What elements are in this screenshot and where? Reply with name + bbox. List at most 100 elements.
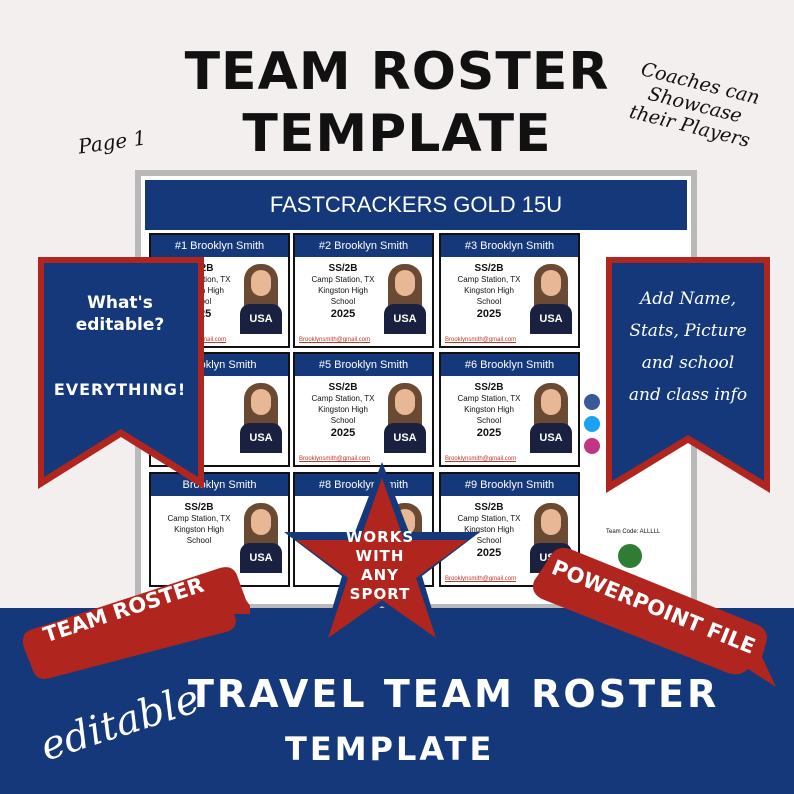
player-name: #5 Brooklyn Smith [295, 354, 432, 376]
facebook-icon [584, 394, 600, 410]
player-city: Camp Station, TX [457, 394, 521, 403]
player-school: Kingston High [464, 286, 514, 295]
star-badge [284, 462, 480, 650]
player-school: School [476, 297, 502, 306]
team-roster-pill [22, 567, 250, 679]
player-photo: USA [382, 381, 428, 453]
powerpoint-pill [533, 548, 776, 687]
player-photo: USA [238, 262, 284, 334]
player-school: Kingston High [318, 286, 368, 295]
player-school: School [476, 416, 502, 425]
player-name: #2 Brooklyn Smith [295, 235, 432, 257]
left-banner-line: editable? [75, 315, 165, 335]
player-class-year: 2025 [476, 427, 502, 439]
player-email: Brooklynsmith@gmail.com [299, 456, 371, 462]
photo-jersey: USA [530, 304, 572, 334]
photo-jersey: USA [384, 304, 426, 334]
player-class-year: 2025 [330, 427, 356, 439]
player-city: Camp Station, TX [311, 394, 375, 403]
star-line: SPORT [349, 585, 411, 603]
main-title-line1: TEAM ROSTER [184, 42, 610, 102]
player-school: School [186, 536, 212, 545]
right-banner-line: Add Name, [639, 289, 737, 309]
left-banner [38, 257, 204, 489]
player-position: SS/2B [184, 502, 214, 513]
bottom-title-line1: TRAVEL TEAM ROSTER [188, 672, 720, 716]
player-school: School [330, 416, 356, 425]
sheet-sidebar: Team Code: ALLLLL [582, 230, 682, 600]
left-banner-question: What's editable? [55, 292, 185, 336]
player-school: Kingston High [318, 405, 368, 414]
player-email: Brooklynsmith@gmail.com [445, 337, 517, 343]
player-position: SS/2B [474, 382, 504, 393]
player-position: SS/2B [328, 263, 358, 274]
player-city: Camp Station, TX [167, 514, 231, 523]
twitter-icon [584, 416, 600, 432]
photo-face [251, 509, 271, 535]
player-photo: USA [382, 262, 428, 334]
left-banner-line: What's [87, 293, 153, 313]
star-line: ANY [360, 566, 400, 584]
star-badge-text: WORKS WITH ANY SPORT [320, 528, 440, 604]
player-email: Brooklynsmith@gmail.com [299, 337, 371, 343]
right-banner-line: Stats, Picture [629, 321, 747, 341]
right-banner [606, 257, 770, 493]
right-banner-text: Add Name, Stats, Picture and school and … [618, 283, 758, 411]
player-position: SS/2B [328, 382, 358, 393]
player-name: #3 Brooklyn Smith [441, 235, 578, 257]
player-photo: USA [238, 381, 284, 453]
photo-jersey: USA [240, 304, 282, 334]
photo-face [541, 509, 561, 535]
left-banner-answer: EVERYTHING! [53, 380, 187, 399]
photo-face [395, 270, 415, 296]
photo-face [541, 270, 561, 296]
player-name: #9 Brooklyn Smith [441, 474, 578, 496]
player-name: #1 Brooklyn Smith [151, 235, 288, 257]
main-title-line2: TEMPLATE [242, 104, 552, 164]
player-photo: USA [528, 501, 574, 573]
player-position: SS/2B [474, 502, 504, 513]
player-school: School [330, 297, 356, 306]
player-city: Camp Station, TX [457, 514, 521, 523]
photo-face [541, 389, 561, 415]
player-photo: USA [238, 501, 284, 573]
player-photo: USA [528, 381, 574, 453]
photo-face [251, 389, 271, 415]
photo-face [251, 270, 271, 296]
photo-jersey: USA [240, 543, 282, 573]
player-name: #6 Brooklyn Smith [441, 354, 578, 376]
player-class-year: 2025 [476, 308, 502, 320]
team-logo-icon [618, 544, 642, 568]
player-city: Camp Station, TX [457, 275, 521, 284]
player-class-year: 2025 [330, 308, 356, 320]
player-school: Kingston High [464, 405, 514, 414]
player-photo: USA [528, 262, 574, 334]
player-email: Brooklynsmith@gmail.com [445, 576, 517, 582]
team-code-text: Team Code: ALLLLL [606, 529, 661, 535]
photo-jersey: USA [240, 423, 282, 453]
player-class-year: 2025 [476, 547, 502, 559]
star-line: WITH [355, 547, 405, 565]
player-school: Kingston High [174, 525, 224, 534]
photo-face [395, 389, 415, 415]
roster-header: FASTCRACKERS GOLD 15U [145, 180, 687, 230]
player-city: Camp Station, TX [311, 275, 375, 284]
player-school: Kingston High [464, 525, 514, 534]
player-email: Brooklynsmith@gmail.com [445, 456, 517, 462]
photo-jersey: USA [530, 423, 572, 453]
bottom-title-line2: TEMPLATE [285, 730, 495, 768]
player-position: SS/2B [474, 263, 504, 274]
player-school: School [476, 536, 502, 545]
right-banner-line: and school [641, 353, 735, 373]
